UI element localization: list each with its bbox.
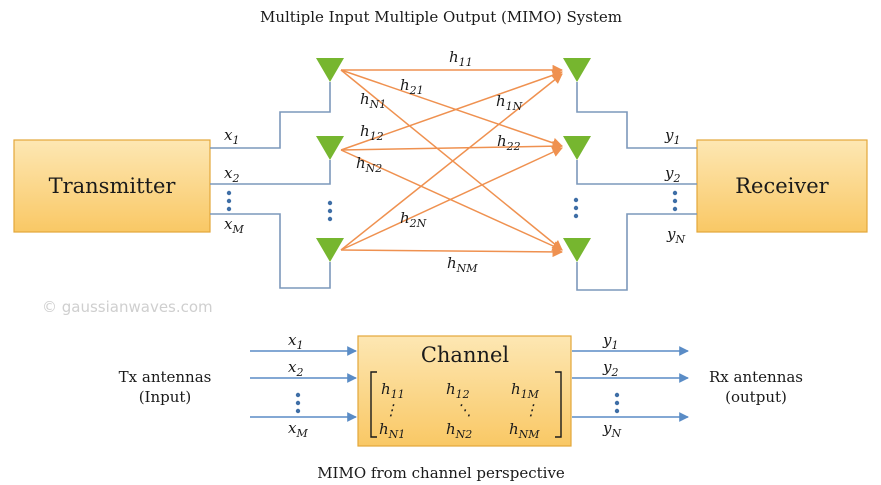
path-label-h21: h21 [400,76,424,97]
tx-antennas-label: Tx antennas [119,368,212,386]
rx-antennas [563,58,591,262]
matrix-left-bracket [370,371,377,438]
path-label-hN2: hN2 [356,154,382,175]
rx-antennas-sublabel: (output) [725,388,787,406]
matrix-cell-r1c3: h1M [511,380,540,401]
ellipsis-dots-top [226,190,678,222]
ellipsis-dots-bottom [295,392,620,414]
rx-wire-2 [576,160,697,185]
rx-antenna-n-icon [563,238,591,262]
path-label-h22: h22 [497,132,521,153]
tx-antennas [316,58,344,262]
channel-input-x2: x2 [288,358,303,379]
channel-output-y2: y2 [602,358,618,379]
channel-input-ellipsis-icon [295,392,301,414]
path-label-h2N: h2N [400,209,427,230]
input-arrows [250,346,357,422]
input-label-x1: x1 [224,126,239,147]
matrix-cell-r3c1: hN1 [379,420,405,441]
channel-label: Channel [421,343,510,367]
path-label-h12: h12 [360,122,384,143]
tx-wire-m [210,213,331,289]
rx-antennas-label: Rx antennas [709,368,803,386]
tx-wires [210,82,331,289]
rx-antenna-1-icon [563,58,591,82]
matrix-cell-r3c2: hN2 [446,420,472,441]
matrix-cell-r2c2: ⋱ [457,401,472,419]
rx-wire-n [576,213,697,291]
channel-output-ellipsis-icon [614,392,620,414]
channel-paths [340,64,564,258]
watermark: © gaussianwaves.com [42,298,213,316]
output-label-y2: y2 [664,164,680,185]
tx-antenna-1-icon [316,58,344,82]
transmitter-block [13,139,211,233]
path-label-h1N: h1N [496,92,523,113]
receiver-label: Receiver [735,174,829,198]
output-label-y1: y1 [664,126,680,147]
output-arrows [572,346,689,422]
path-h12 [340,70,563,151]
input-label-x2: x2 [224,164,239,185]
tx-antennas-sublabel: (Input) [139,388,192,406]
output-label-yN: yN [666,225,685,246]
path-hNM [340,246,564,258]
matrix-cell-r3c3: hNM [509,420,540,441]
channel-output-yN: yN [602,419,621,440]
matrix-cell-r2c3: ⋮ [524,401,539,419]
path-h1N [340,73,563,251]
tx-antenna-ellipsis-icon [327,200,333,222]
transmitter-label: Transmitter [49,174,177,198]
channel-input-x1: x1 [288,331,303,352]
path-hN1 [340,69,563,251]
matrix-cell-r2c1: ⋮ [384,401,399,419]
channel-input-xM: xM [288,419,308,440]
rx-wire-1 [576,82,697,149]
matrix-cell-r1c1: h11 [381,380,405,401]
path-label-hN1: hN1 [360,90,386,111]
matrix-cell-r1c2: h12 [446,380,470,401]
channel-output-y1: y1 [602,331,618,352]
rx-antenna-2-icon [563,136,591,160]
path-hN2 [340,149,563,251]
rx-wires [576,82,697,291]
path-label-hNM: hNM [447,254,478,275]
rx-ellipsis-icon [672,190,678,212]
channel-block [357,335,572,447]
path-h21 [340,69,563,148]
path-h22 [340,140,564,152]
receiver-block [696,139,868,233]
tx-ellipsis-icon [226,190,232,212]
tx-wire-2 [210,160,331,185]
tx-antenna-2-icon [316,136,344,160]
matrix-right-bracket [555,371,562,438]
diagram-title: Multiple Input Multiple Output (MIMO) Sy… [260,8,622,26]
input-label-xM: xM [224,215,244,236]
tx-wire-1 [210,82,331,149]
path-h2N [340,147,563,251]
diagram-caption: MIMO from channel perspective [317,464,565,482]
tx-antenna-m-icon [316,238,344,262]
path-label-h11: h11 [449,48,473,69]
rx-antenna-ellipsis-icon [573,197,579,219]
